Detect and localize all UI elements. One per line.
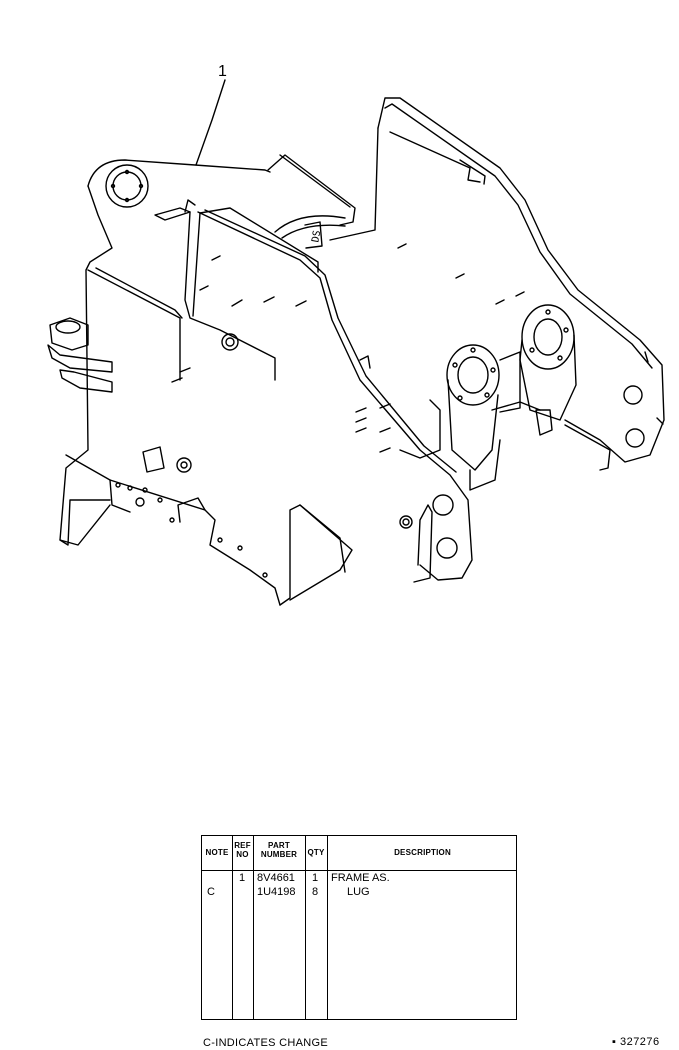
frame-assembly-drawing: 1 DS xyxy=(47,63,665,606)
header-divider xyxy=(202,870,516,871)
header-part-line: PART xyxy=(268,841,290,850)
header-note: NOTE xyxy=(205,848,229,857)
callout-leader xyxy=(195,79,226,166)
illustration-number: ▪ 327276 xyxy=(612,1036,660,1048)
header-qty: QTY xyxy=(307,848,325,857)
column-divider xyxy=(232,836,233,1019)
header-ref-no: REF NO xyxy=(232,841,253,859)
parts-list-table: NOTE REF NO PART NUMBER QTY DESCRIPTION … xyxy=(201,835,517,1020)
row2-qty: 8 xyxy=(312,886,319,898)
row1-part-number: 8V4661 xyxy=(257,872,295,884)
header-no-line: NO xyxy=(236,850,249,859)
column-divider xyxy=(253,836,254,1019)
column-divider xyxy=(305,836,306,1019)
left-main-body xyxy=(47,159,307,546)
header-part-number: PART NUMBER xyxy=(253,841,305,859)
cross-members: DS xyxy=(199,154,356,273)
callout-number: 1 xyxy=(218,63,227,80)
right-side-plate xyxy=(329,97,665,463)
row1-description: FRAME AS. xyxy=(331,872,390,884)
row1-qty: 1 xyxy=(312,872,319,884)
row2-description: LUG xyxy=(347,886,370,898)
row2-part-number: 1U4198 xyxy=(257,886,296,898)
header-ref-line: REF xyxy=(234,841,251,850)
row2-note: C xyxy=(207,886,215,898)
header-number-line: NUMBER xyxy=(260,850,298,859)
row1-ref: 1 xyxy=(239,872,246,884)
lower-base-frame xyxy=(59,454,433,606)
pivot-housings xyxy=(399,304,611,491)
change-legend: C-INDICATES CHANGE xyxy=(203,1037,328,1049)
stencil-mark: DS xyxy=(310,230,323,244)
header-description: DESCRIPTION xyxy=(394,848,451,857)
column-divider xyxy=(327,836,328,1019)
front-side-plate xyxy=(197,209,473,581)
